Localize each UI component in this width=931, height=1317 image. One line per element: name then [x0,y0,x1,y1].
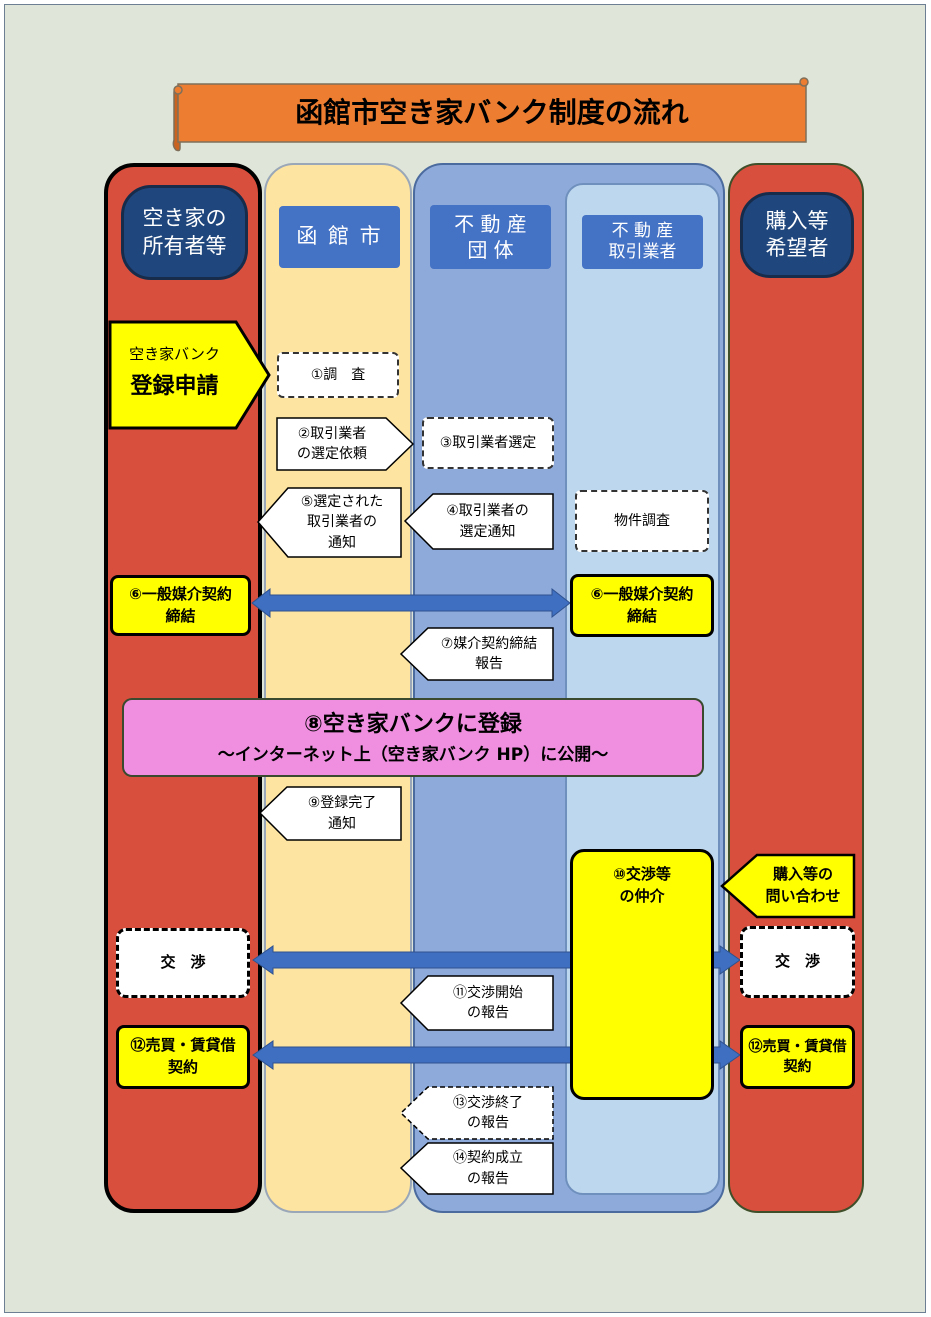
step-10-mediation: ⑩交渉等 の仲介 [570,849,714,1100]
title-banner [172,77,809,152]
step-6-agent: ⑥一般媒介契約 締結 [570,574,714,637]
step-13-text: ⑬交渉終了 の報告 [453,1094,523,1131]
s2-callout [276,417,415,471]
step-8-subtitle: ～インターネット上（空き家バンク HP）に公開～ [217,744,609,765]
inquiry-text: 購入等の 問い合わせ [765,865,841,905]
step-6-owner: ⑥一般媒介契約 締結 [110,575,251,636]
header-agent: 不 動 産 取引業者 [582,215,703,269]
register-small-text: 空き家バンク [129,345,220,364]
s13-callout [399,1086,554,1140]
step-2-text: ②取引業者 の選定依頼 [297,425,367,462]
register-callout [108,320,271,430]
s14-callout [399,1142,554,1195]
step-11-text: ⑪交渉開始 の報告 [453,984,523,1021]
page-title: 函館市空き家バンク制度の流れ [295,95,689,129]
step-8-registration: ⑧空き家バンクに登録 ～インターネット上（空き家バンク HP）に公開～ [122,698,704,777]
header-city: 函 館 市 [279,206,400,268]
step-5-text: ⑤選定された 取引業者の 通知 [300,494,384,551]
step-7-text: ⑦媒介契約締結 報告 [440,635,538,672]
s5-callout [257,487,402,558]
step-12-owner: ⑫売買・賃貸借 契約 [116,1025,250,1089]
s9-callout [258,786,402,841]
s7-callout [399,627,554,681]
step-14-text: ⑭契約成立 の報告 [453,1150,523,1187]
header-owner: 空き家の 所有者等 [121,185,248,280]
s4-callout [403,493,554,550]
header-assoc: 不 動 産 団 体 [430,205,551,269]
step-3-select: ③取引業者選定 [422,417,554,469]
inquiry-callout [720,853,856,919]
negotiation-owner: 交 渉 [116,928,250,998]
negotiation-buyer: 交 渉 [740,926,855,998]
lane-city [264,163,412,1213]
step-4-text: ④取引業者の 選定通知 [446,503,529,540]
contract-arrow [251,587,571,619]
step-12-buyer: ⑫売買・賃貸借 契約 [740,1025,855,1089]
register-big-text: 登録申請 [130,374,219,400]
step-8-title: ⑧空き家バンクに登録 [304,712,522,738]
step-9-text: ⑨登録完了 通知 [307,795,377,832]
header-buyer: 購入等 希望者 [740,192,854,278]
step-1-survey: ①調 査 [277,352,399,398]
s11-callout [399,975,554,1031]
property-survey: 物件調査 [575,490,709,552]
